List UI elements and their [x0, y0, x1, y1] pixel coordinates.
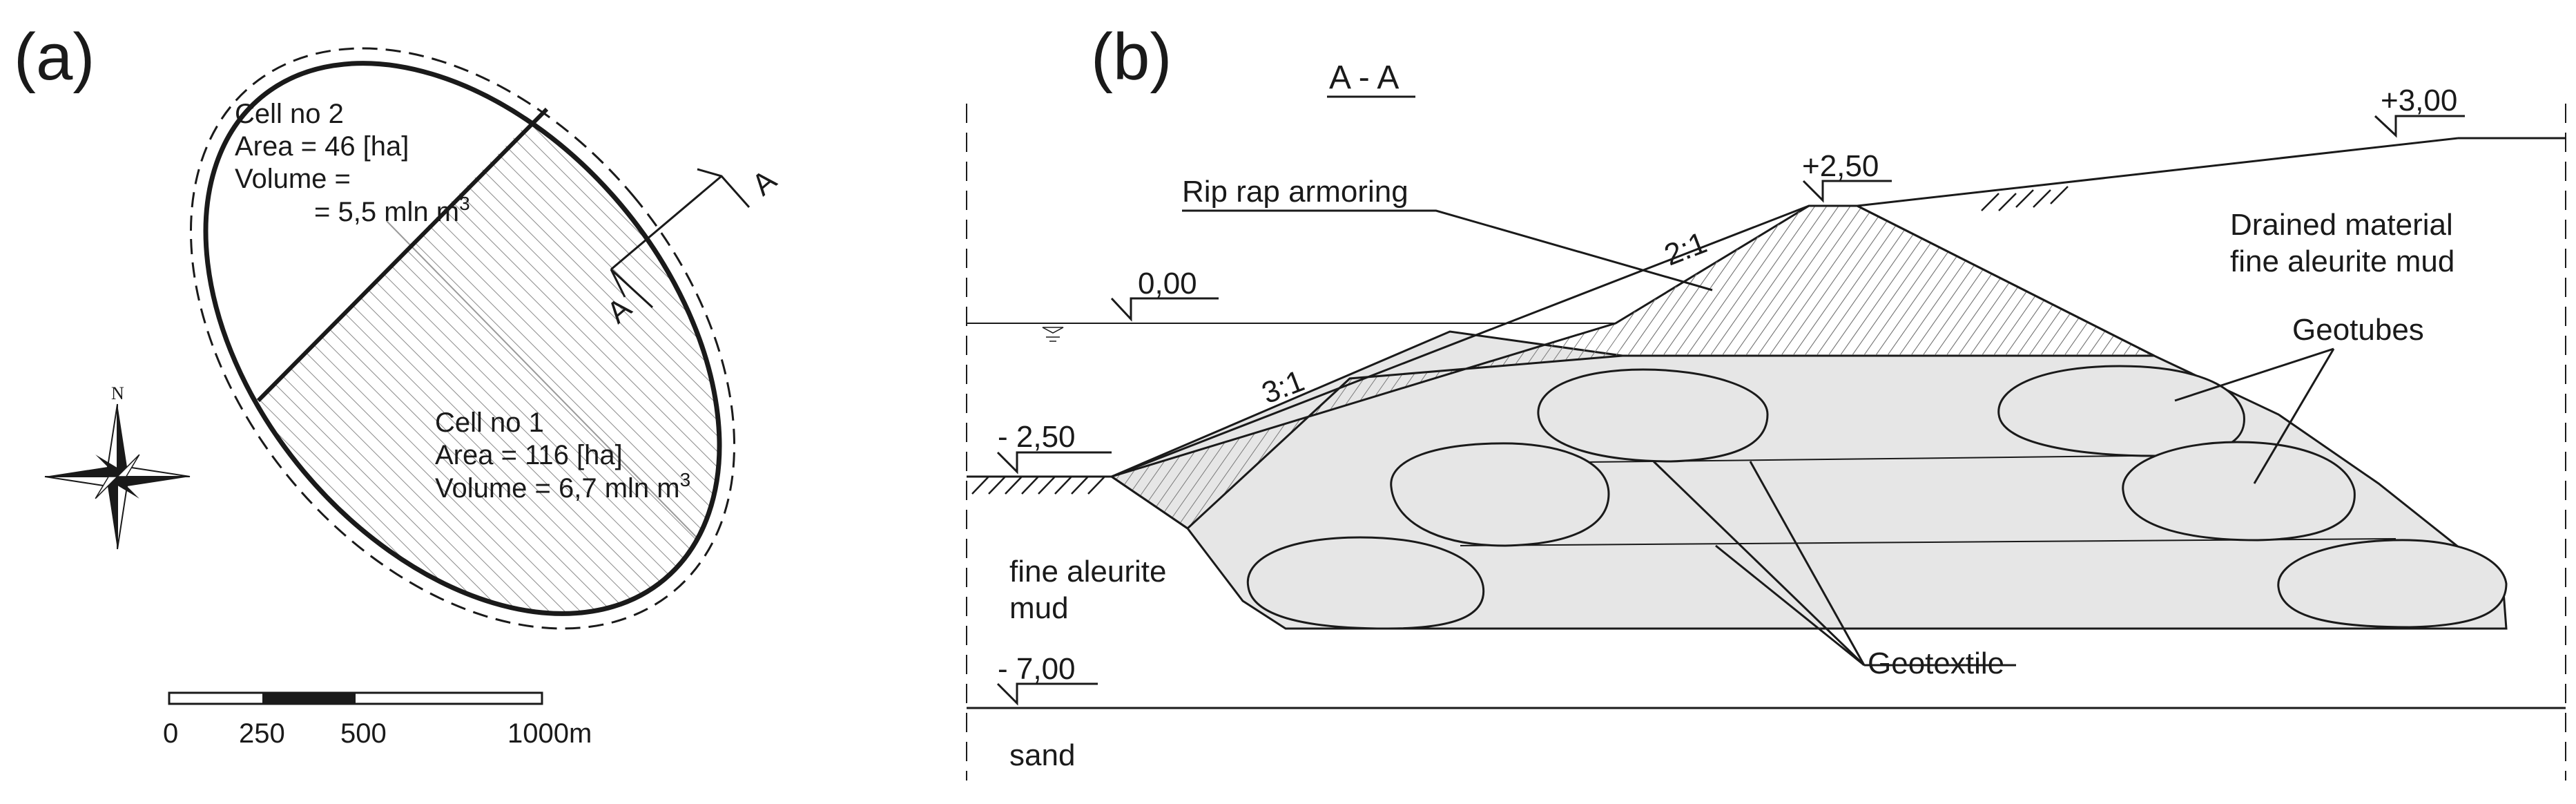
geotextile-label: Geotextile — [1868, 647, 2004, 680]
svg-text:- 2,50: - 2,50 — [998, 420, 1076, 454]
geotubes-label: Geotubes — [2292, 313, 2424, 347]
mud-label-1: fine aleurite — [1009, 555, 1166, 588]
geotextile-leader-1 — [1652, 460, 1866, 667]
geotubes-leader-1 — [2174, 347, 2334, 402]
sand-label: sand — [1009, 738, 1075, 772]
rip-rap-leader — [1182, 209, 1713, 291]
svg-text:0,00: 0,00 — [1138, 267, 1197, 300]
geotubes — [1246, 365, 2508, 630]
geotube-middle-left — [1390, 442, 1610, 547]
cell-divider — [256, 107, 549, 403]
ground-hatch-left — [971, 476, 1105, 495]
drained-material-surface — [1857, 137, 2459, 207]
slope-label-2-1: 2:1 — [1660, 226, 1712, 273]
cell-1-label: Cell no 1 Area = 116 [ha] Volume = 6,7 m… — [435, 408, 690, 504]
elevation-plus-2-50: +2,50 — [1802, 149, 1892, 203]
panel-a-label: (a) — [14, 20, 95, 94]
geotube-bottom-left — [1246, 536, 1485, 630]
scale-bar: 0 250 500 1000m — [163, 691, 592, 749]
scale-tick-0: 0 — [163, 718, 178, 749]
cell-2-volume-line1: Volume = — [235, 164, 351, 194]
cell-2-area: Area = 46 [ha] — [235, 131, 409, 162]
svg-text:+3,00: +3,00 — [2381, 84, 2457, 117]
drained-material-label-1: Drained material — [2230, 208, 2453, 242]
rip-rap-inner-slope — [1857, 204, 2155, 357]
outer-dashed-boundary — [189, 47, 736, 630]
ground-hatch-right — [1981, 186, 2069, 211]
layer-line-1b — [1349, 355, 1623, 379]
cell-1-volume: Volume = 6,7 mln m3 — [435, 469, 690, 504]
cell-1-name: Cell no 1 — [435, 408, 544, 438]
reservoir-boundary — [203, 61, 722, 616]
geotextile-leader-2 — [1749, 461, 1866, 666]
compass-north-label: N — [111, 383, 124, 403]
rip-rap-crest-fill — [1616, 206, 2154, 356]
rip-rap-outer-slope — [1111, 204, 1810, 478]
geotube-middle-right — [2122, 441, 2356, 542]
panel-a: (a) A A Cell no 2 Area = 46 [ha] Volume … — [14, 20, 824, 749]
cell-1-area: Area = 116 [ha] — [435, 440, 623, 470]
drained-material-label-2: fine aleurite mud — [2230, 245, 2454, 278]
compass-rose-icon: N — [44, 383, 191, 550]
scale-tick-500: 500 — [340, 718, 387, 749]
panel-b-label: (b) — [1091, 20, 1172, 94]
elevation-minus-2-50: - 2,50 — [996, 420, 1112, 475]
cell-2-label: Cell no 2 Area = 46 [ha] Volume = = 5,5 … — [235, 99, 470, 227]
panel-b: (b) A - A — [966, 20, 2566, 781]
elevation-minus-7-00: - 7,00 — [996, 652, 1098, 706]
svg-text:+2,50: +2,50 — [1802, 149, 1879, 183]
cell-2-name: Cell no 2 — [235, 99, 344, 129]
elevation-plus-3-00: +3,00 — [2374, 84, 2465, 138]
geotube-top-left — [1537, 368, 1769, 463]
scale-tick-250: 250 — [239, 718, 285, 749]
scale-tick-1000m: 1000m — [507, 718, 592, 749]
elevation-0-00: 0,00 — [1110, 267, 1219, 322]
section-a-label-top: A — [746, 163, 783, 202]
water-level-icon — [1042, 327, 1064, 342]
svg-text:- 7,00: - 7,00 — [998, 652, 1076, 686]
geotube-bottom-right — [2277, 539, 2508, 629]
geotextile-leader-3 — [1715, 544, 1865, 667]
geotube-top-right — [1997, 365, 2245, 457]
section-title: A - A — [1329, 59, 1399, 96]
rip-rap-label: Rip rap armoring — [1182, 175, 1408, 209]
mud-label-2: mud — [1009, 591, 1069, 625]
cell-2-volume-line2: = 5,5 mln m3 — [314, 193, 470, 227]
geotubes-leader-2 — [2253, 348, 2335, 484]
